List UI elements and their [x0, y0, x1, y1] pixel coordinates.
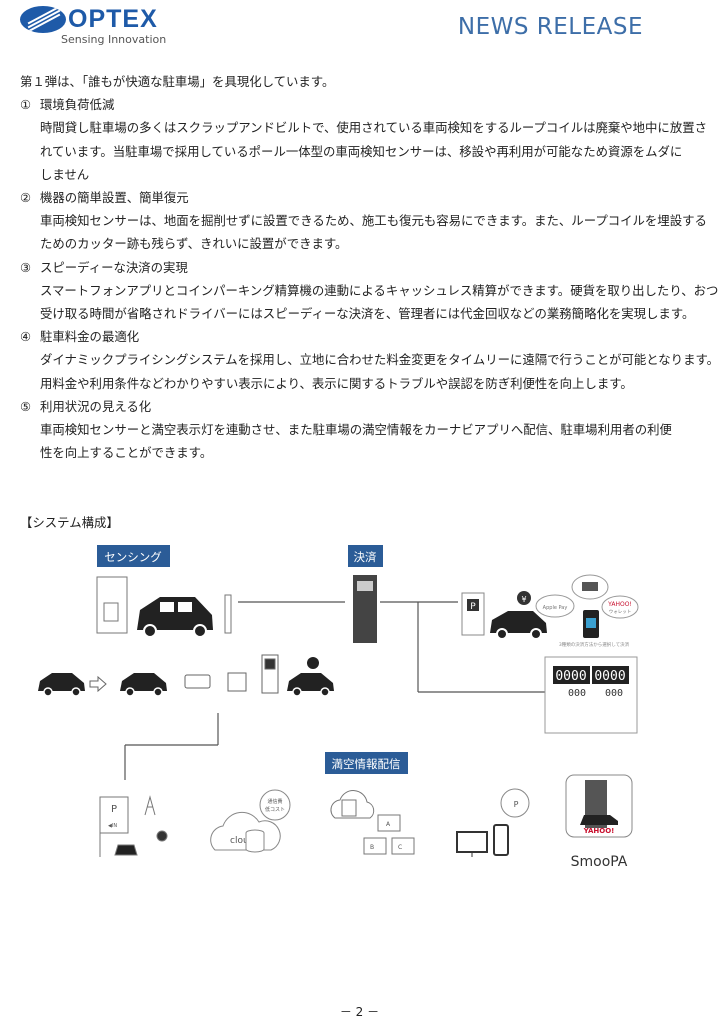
- smartphone-icon: [583, 610, 599, 638]
- p-text: P: [470, 602, 476, 612]
- item-number: ⑤: [20, 398, 32, 414]
- list-item-heading: ⑤ 利用状況の見える化: [20, 395, 660, 418]
- yen-text: ¥: [521, 595, 526, 604]
- item-body-line: 性を向上することができます。: [40, 445, 213, 461]
- section-title: 【システム構成】: [20, 515, 119, 530]
- item-number: ④: [20, 329, 32, 345]
- news-release-title: NEWS RELEASE: [457, 14, 643, 40]
- display-count: 0000: [555, 669, 586, 684]
- cost-text: 通信費: [267, 798, 282, 805]
- credit-card-icon: [582, 582, 598, 591]
- smoopa-text: SmooPA: [571, 854, 628, 870]
- p-text: P: [514, 800, 519, 809]
- in-text: ◀IN: [108, 823, 117, 829]
- logo-tagline: Sensing Innovation: [61, 33, 167, 46]
- item-body-line: 車両検知センサーと満空表示灯を連動させ、また駐車場の満空情報をカーナビアプリへ配…: [40, 422, 672, 438]
- p-text: P: [111, 804, 117, 815]
- car-icon: [38, 673, 85, 697]
- label-info: 満空情報配信: [325, 752, 408, 774]
- smoopa-app-icon: YAHOO! SmooPA: [565, 774, 633, 870]
- item-title: 駐車料金の最適化: [40, 329, 140, 345]
- item-title: スピーディーな決済の実現: [40, 259, 188, 275]
- optex-logo: OPTEX Sensing Innovation: [20, 5, 170, 46]
- car-icon: [120, 673, 167, 697]
- label-payment: 決済: [348, 545, 383, 567]
- item-body-line: 受け取る時間が省略されドライバーにはスピーディーな決済を、管理者には代金回収など…: [40, 306, 695, 322]
- item-number: ②: [20, 190, 32, 206]
- yahoo-text: YAHOO!: [583, 827, 615, 835]
- label-payment-text: 決済: [354, 550, 377, 564]
- applepay-text: Apple Pay: [543, 605, 568, 611]
- label-info-text: 満空情報配信: [332, 757, 401, 771]
- label-sensing: センシング: [97, 545, 170, 567]
- item-body-line: ためのカッター跡も残らず、きれいに設置ができます。: [40, 236, 348, 252]
- body-text: 第１弾は、「誰もが快適な駐車場」を具現化しています。 ① 環境負荷低減時間貸し駐車…: [20, 70, 719, 464]
- item-number: ①: [20, 97, 32, 113]
- system-diagram: センシング 決済 満空情報配信 P ¥ Apple Pay YAHOO!ウォレッ…: [38, 545, 639, 870]
- alert-icon: [307, 657, 319, 669]
- site-c: C: [398, 844, 402, 851]
- item-title: 利用状況の見える化: [40, 398, 152, 414]
- item-body-line: 用料金や利用条件などわかりやすい表示により、表示に関するトラブルや誤認を防ぎ利便…: [40, 375, 633, 391]
- item-title: 機器の簡単設置、簡単復元: [40, 190, 189, 206]
- cloud-storage-icon: cloud 通信費 低コスト: [210, 789, 291, 853]
- label-sensing-text: センシング: [104, 550, 162, 564]
- yen-icon: ¥: [517, 591, 531, 605]
- item-body-line: スマートフォンアプリとコインパーキング精算機の連動によるキャッシュレス精算ができ…: [40, 282, 719, 298]
- payment-bubbles: Apple Pay YAHOO!ウォレット: [535, 574, 639, 619]
- item-body-line: しません: [40, 166, 90, 182]
- cost-text: 低コスト: [265, 806, 285, 813]
- logo-word: OPTEX: [68, 5, 158, 33]
- display-sub: 000: [568, 688, 586, 699]
- page-number: － 2 －: [339, 1005, 380, 1019]
- item-title: 環境負荷低減: [40, 97, 115, 113]
- sensor-pole-icon: [96, 576, 232, 634]
- car-icon: [137, 597, 213, 638]
- car-icon: [287, 673, 334, 697]
- list-item-heading: ③ スピーディーな決済の実現: [20, 256, 660, 279]
- intro: 第１弾は、「誰もが快適な駐車場」を具現化しています。: [20, 74, 335, 89]
- list-item-heading: ① 環境負荷低減: [20, 93, 660, 116]
- item-body-line: 時間貸し駐車場の多くはスクラップアンドビルトで、使用されている車両検知をするルー…: [40, 120, 707, 136]
- vacancy-display-board: 0000 0000 000 000: [544, 656, 638, 734]
- display-sub: 000: [605, 688, 623, 699]
- parking-site-icon: P ◀IN: [99, 795, 168, 857]
- arrow-right-icon: [89, 675, 107, 693]
- site-a: A: [386, 821, 391, 828]
- connector-lines: [124, 601, 545, 780]
- logo-mark-icon: [20, 6, 66, 33]
- item-number: ③: [20, 259, 32, 275]
- car-icon: [490, 611, 547, 640]
- item-body-line: れています。当駐車場で採用しているポール一体型の車両検知センサーは、移設や再利用…: [40, 143, 683, 159]
- payment-machine-icon: [353, 575, 377, 643]
- wallet-text: ウォレット: [609, 608, 632, 615]
- item-body-line: 車両検知センサーは、地面を掘削せずに設置できるため、施工も復元も容易にできます。…: [40, 213, 707, 229]
- pay-caption: 3種類の決済方法から選択して決済: [559, 641, 630, 648]
- site-b: B: [370, 844, 374, 851]
- vehicle-sensor-icon: [184, 654, 279, 694]
- monitor-phone-icon: P: [456, 788, 530, 857]
- yahoo-text: YAHOO!: [607, 601, 632, 608]
- list-item-heading: ② 機器の簡単設置、簡単復元: [20, 186, 660, 209]
- distribution-sites-icon: A B C: [330, 790, 415, 855]
- display-count: 0000: [594, 669, 625, 684]
- parking-sign-icon: P: [461, 592, 485, 636]
- list-item-heading: ④ 駐車料金の最適化: [20, 325, 660, 348]
- item-body-line: ダイナミックプライシングシステムを採用し、立地に合わせた料金変更をタイムリーに遠…: [40, 352, 719, 368]
- cloud-text: cloud: [230, 836, 254, 846]
